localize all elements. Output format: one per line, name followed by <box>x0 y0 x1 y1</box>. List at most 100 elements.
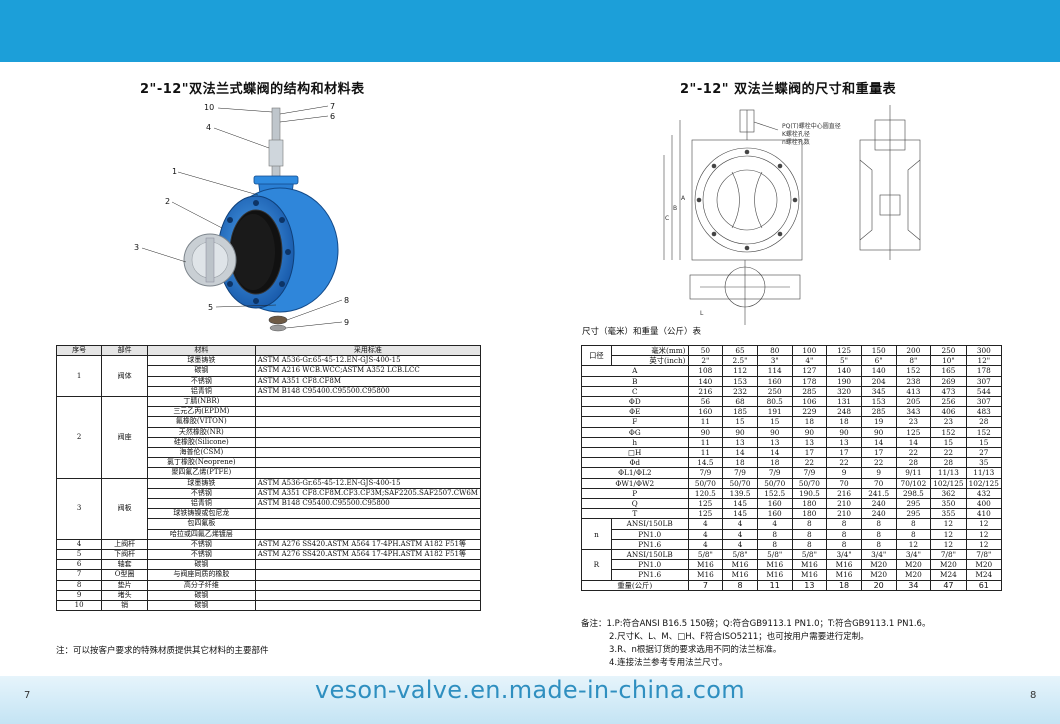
dimension-value-cell: 473 <box>930 385 967 398</box>
dimension-value-cell: 125 <box>687 508 724 520</box>
dimension-value-cell: 15 <box>756 416 793 428</box>
dimension-value-cell: 17 <box>791 447 828 459</box>
dimension-value-cell: M16 <box>722 569 758 581</box>
material-cell: 碳钢 <box>146 600 256 612</box>
dimension-table-title: 尺寸（毫米）和重量（公斤）表 <box>582 327 702 337</box>
dimension-value-cell: 18 <box>756 457 793 469</box>
page-number-right: 8 <box>1030 690 1037 701</box>
material-cell: 丁腈(NBR) <box>146 396 256 408</box>
dimension-value-cell: 350 <box>930 498 967 510</box>
dimension-value-cell: 210 <box>826 508 862 520</box>
drawing-letter-l: L <box>700 310 704 317</box>
dimension-value-cell: 180 <box>791 508 828 520</box>
material-cell: 碳钢 <box>146 589 256 602</box>
dimension-value-cell: 12 <box>965 528 1003 540</box>
dimension-value-cell: M16 <box>826 569 862 581</box>
part-name-cell: O型圈 <box>101 569 148 581</box>
dimension-value-cell: 298.5 <box>895 487 932 500</box>
dimension-value-cell: 14 <box>860 436 897 449</box>
dimension-value-cell: 4 <box>722 518 758 530</box>
dimension-value-cell: 14.5 <box>687 457 724 469</box>
dimension-value-cell: 18 <box>722 457 758 469</box>
dimension-value-cell: 241.5 <box>860 487 897 500</box>
standard-cell <box>254 508 482 520</box>
part-name-cell: 销 <box>101 600 148 612</box>
material-cell: 球墨铸铁 <box>146 477 256 489</box>
dimension-label-cell: PN1.6 <box>610 569 689 581</box>
dimension-value-cell: 14 <box>722 447 758 459</box>
drawing-label-pqt: PQ(T)螺栓中心圆直径 <box>782 122 841 130</box>
size-inch-cell: 6" <box>860 355 897 367</box>
dimension-value-cell: 8 <box>860 518 897 530</box>
dimension-value-cell: 14 <box>756 447 793 459</box>
material-cell: 海普伦(CSM) <box>146 447 256 459</box>
part-name-cell: 轴套 <box>101 559 148 571</box>
callout-7: 7 <box>330 102 335 111</box>
dimension-value-cell: 12 <box>930 528 967 540</box>
dimension-value-cell: 11 <box>756 579 793 591</box>
dimension-label-cell: C <box>581 385 689 398</box>
callout-5: 5 <box>208 303 213 312</box>
size-mm-cell: 50 <box>687 344 724 357</box>
dimension-value-cell: 108 <box>687 365 724 377</box>
valve-dimension-drawing: PQ(T)螺栓中心圆直径 K螺栓孔径 n螺栓孔数 A B C L <box>663 105 921 325</box>
standard-cell <box>254 457 482 469</box>
dimension-value-cell: 50/70 <box>722 477 758 489</box>
dimension-label-cell: ANSI/150LB <box>610 518 689 530</box>
material-cell: 不锈钢 <box>146 375 256 387</box>
part-name-cell: 上阀杆 <box>101 538 148 551</box>
dimension-value-cell: 13 <box>756 436 793 449</box>
standard-cell: ASTM A216 WCB.WCC;ASTM A352 LCB.LCC <box>254 365 482 377</box>
standard-cell <box>254 579 482 591</box>
dimension-value-cell: 80.5 <box>756 396 793 408</box>
dimension-value-cell: 3/4" <box>895 549 932 561</box>
dimension-value-cell: 285 <box>860 406 897 418</box>
size-mm-cell: 80 <box>756 344 793 357</box>
material-cell: 碳钢 <box>146 559 256 571</box>
dimension-value-cell: 12 <box>930 538 967 551</box>
dimension-value-cell: 240 <box>860 508 897 520</box>
drawing-letter-b: B <box>673 205 677 212</box>
dimension-value-cell: 229 <box>791 406 828 418</box>
dimension-value-cell: 34 <box>895 579 932 591</box>
dimension-value-cell: 19 <box>860 416 897 428</box>
dimension-value-cell: 5/8" <box>756 549 793 561</box>
dimension-value-cell: 4 <box>722 528 758 540</box>
dimension-value-cell: M16 <box>687 569 724 581</box>
dimension-value-cell: 139.5 <box>722 487 758 500</box>
drawing-label-k: K螺栓孔径 <box>782 130 810 138</box>
dimension-value-cell: 153 <box>860 396 897 408</box>
dimension-value-cell: 9 <box>860 467 897 479</box>
material-cell: 包四氟板 <box>146 518 256 530</box>
standard-cell: ASTM A276 SS420.ASTM A564 17-4PH.ASTM A1… <box>254 549 482 561</box>
dimension-value-cell: 152 <box>895 365 932 377</box>
footer-website[interactable]: veson-valve.en.made-in-china.com <box>315 676 745 704</box>
materials-header-row: 序号 部件 材料 采用标准 <box>55 344 482 357</box>
dimension-value-cell: 120.5 <box>687 487 724 500</box>
size-inch-cell: 5" <box>826 355 862 367</box>
dimension-value-cell: 191 <box>756 406 793 418</box>
dimension-value-cell: 248 <box>826 406 862 418</box>
dimension-value-cell: 160 <box>756 508 793 520</box>
dimension-value-cell: 307 <box>965 396 1003 408</box>
dimension-value-cell: 178 <box>791 375 828 387</box>
dimension-value-cell: 125 <box>687 498 724 510</box>
left-note: 注：可以按客户要求的特殊材质提供其它材料的主要部件 <box>56 646 269 656</box>
part-number-cell: 4 <box>55 538 103 551</box>
dimension-value-cell: 295 <box>895 498 932 510</box>
